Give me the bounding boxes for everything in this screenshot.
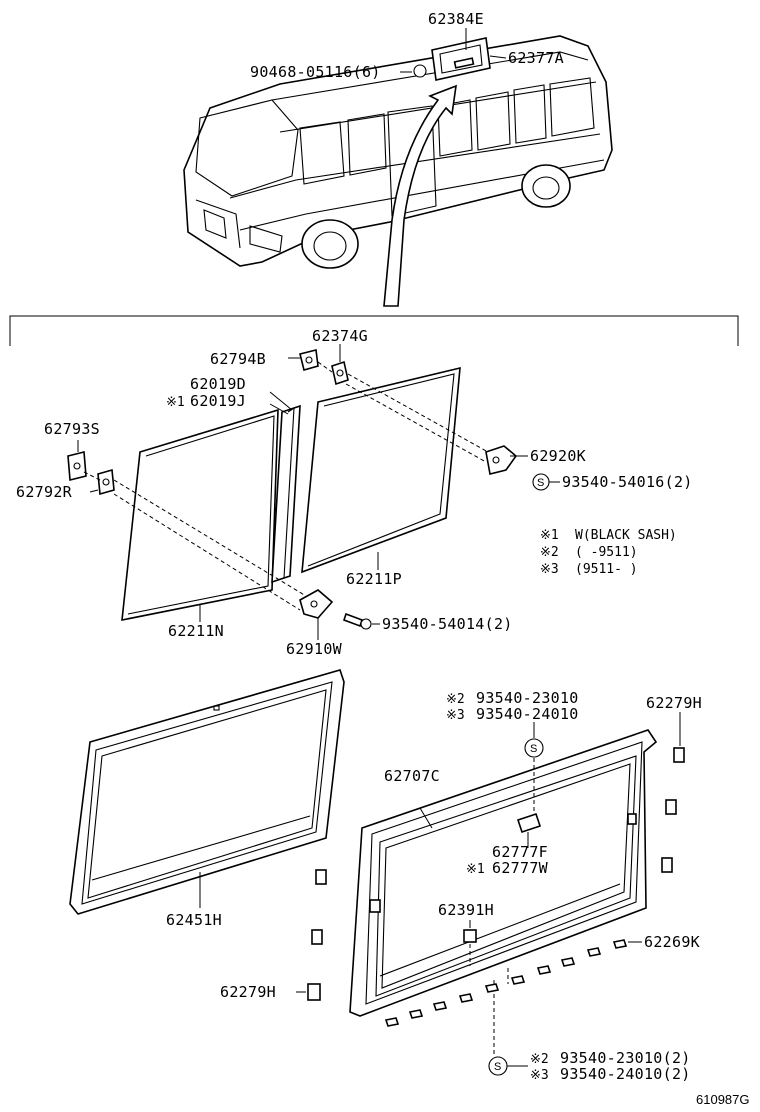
clip-62279H-b	[307, 983, 321, 1001]
label-62279H-bottom: 62279H	[220, 983, 276, 1001]
label-62019J: 62019J	[190, 392, 246, 410]
mark-1-note: ※1	[540, 528, 559, 543]
mark-2-bottom: ※2	[530, 1052, 549, 1067]
label-62777W: 62777W	[492, 859, 549, 877]
screw-symbol-top-icon	[524, 738, 544, 758]
clip-62777F	[516, 812, 542, 834]
note-1: W(BLACK SASH)	[575, 528, 677, 543]
label-62211N: 62211N	[168, 622, 224, 640]
label-93540-54014: 93540-54014(2)	[382, 615, 513, 633]
label-93540-24010-top: 93540-24010	[476, 705, 579, 723]
label-62377A: 62377A	[508, 49, 564, 67]
screw-93540-54014	[342, 612, 364, 628]
label-62019D: 62019D	[190, 375, 246, 393]
mark-1-b: ※1	[466, 862, 485, 877]
label-62391H: 62391H	[438, 901, 494, 919]
glass-62211N	[121, 408, 279, 621]
label-62793S: 62793S	[44, 420, 100, 438]
mark-2-top: ※2	[446, 692, 465, 707]
latch-62920K	[485, 445, 518, 475]
weatherstrip-62451H	[69, 669, 345, 915]
van-illustration	[183, 35, 613, 307]
mark-2-note: ※2	[540, 545, 559, 560]
label-62451H: 62451H	[166, 911, 222, 929]
label-93540-23010-bottom: 93540-23010(2)	[560, 1049, 691, 1067]
label-62920K: 62920K	[530, 447, 586, 465]
label-93540-23010-top: 93540-23010	[476, 689, 579, 707]
mark-3-note: ※3	[540, 562, 559, 577]
note-2: ( -9511)	[575, 545, 638, 560]
hinge-62793S	[67, 450, 87, 482]
label-93540-24010-bottom: 93540-24010(2)	[560, 1065, 691, 1083]
label-62707C: 62707C	[384, 767, 440, 785]
clip-62391H	[463, 929, 477, 943]
label-62269K: 62269K	[644, 933, 700, 951]
clip-62279H-a	[673, 747, 685, 763]
label-62777F: 62777F	[492, 843, 548, 861]
svg-text:S: S	[494, 1061, 501, 1073]
label-62794B: 62794B	[210, 350, 266, 368]
mark-3-top: ※3	[446, 708, 465, 723]
label-62374G: 62374G	[312, 327, 368, 345]
label-62279H-top: 62279H	[646, 694, 702, 712]
mark-3-bottom: ※3	[530, 1068, 549, 1083]
reference-code: 610987G	[696, 1092, 750, 1107]
label-62792R: 62792R	[16, 483, 73, 501]
pointer-arrow	[383, 84, 457, 307]
hinge-62792R	[97, 468, 115, 496]
label-62211P: 62211P	[346, 570, 402, 588]
pads-62269K	[384, 939, 628, 1027]
mark-1-a: ※1	[166, 395, 185, 410]
label-62384E: 62384E	[428, 10, 484, 28]
hinge-62794B	[299, 349, 319, 371]
label-90468-05116: 90468-05116(6)	[250, 63, 381, 81]
clip-icon	[413, 64, 427, 78]
hinge-62374G	[331, 360, 349, 386]
label-93540-54016: 93540-54016(2)	[562, 473, 693, 491]
glass-62211P	[301, 366, 461, 574]
note-3: (9511- )	[575, 562, 638, 577]
svg-text:S: S	[530, 743, 537, 755]
label-62910W: 62910W	[286, 640, 343, 658]
frame-62707C	[349, 729, 658, 1017]
roof-window-62377A	[431, 37, 491, 81]
latch-62910W	[299, 589, 334, 619]
section-bracket	[9, 315, 739, 346]
svg-text:S: S	[537, 477, 544, 489]
